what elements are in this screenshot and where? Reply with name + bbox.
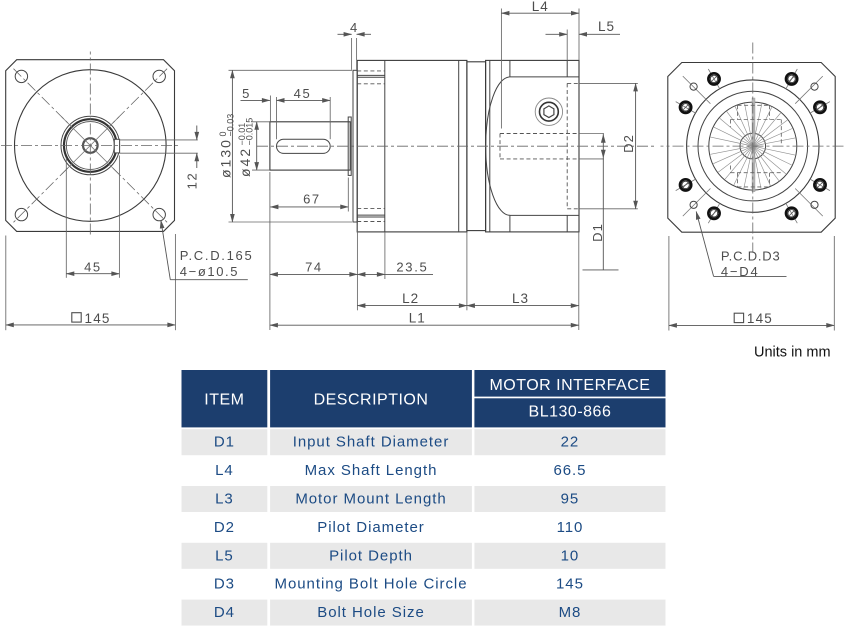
svg-text:L1: L1 bbox=[409, 311, 426, 326]
svg-text:D1: D1 bbox=[214, 434, 235, 451]
svg-text:L3: L3 bbox=[215, 491, 234, 508]
svg-text:12: 12 bbox=[185, 172, 200, 190]
svg-text:L5: L5 bbox=[598, 19, 615, 34]
svg-text:74: 74 bbox=[305, 260, 323, 275]
svg-text:67: 67 bbox=[303, 192, 321, 207]
svg-text:145: 145 bbox=[556, 576, 584, 593]
svg-text:Pilot Diameter: Pilot Diameter bbox=[317, 519, 425, 536]
svg-text:ITEM: ITEM bbox=[204, 391, 244, 408]
svg-text:45: 45 bbox=[84, 259, 102, 274]
svg-text:D2: D2 bbox=[214, 519, 235, 536]
svg-text:DESCRIPTION: DESCRIPTION bbox=[314, 391, 429, 408]
svg-text:−0.01: −0.01 bbox=[237, 123, 247, 146]
svg-text:4: 4 bbox=[350, 20, 357, 35]
svg-text:22: 22 bbox=[561, 434, 580, 451]
svg-text:145: 145 bbox=[85, 311, 111, 326]
svg-text:4−D4: 4−D4 bbox=[721, 264, 760, 279]
svg-text:Bolt Hole Size: Bolt Hole Size bbox=[317, 604, 425, 621]
svg-text:P.C.D.165: P.C.D.165 bbox=[180, 248, 254, 263]
svg-text:Mounting Bolt Hole Circle: Mounting Bolt Hole Circle bbox=[275, 576, 468, 593]
svg-text:L4: L4 bbox=[215, 462, 234, 479]
svg-text:4−ø10.5: 4−ø10.5 bbox=[180, 264, 239, 279]
svg-text:L2: L2 bbox=[402, 291, 419, 306]
svg-text:D4: D4 bbox=[214, 604, 235, 621]
svg-text:10: 10 bbox=[561, 547, 580, 564]
svg-text:0: 0 bbox=[218, 131, 228, 136]
svg-text:P.C.D.D3: P.C.D.D3 bbox=[721, 248, 781, 263]
svg-text:L5: L5 bbox=[215, 547, 234, 564]
svg-text:ø42: ø42 bbox=[237, 147, 253, 177]
svg-text:Max Shaft Length: Max Shaft Length bbox=[305, 462, 438, 479]
svg-text:M8: M8 bbox=[559, 604, 582, 621]
svg-text:ø130: ø130 bbox=[218, 138, 234, 178]
svg-text:MOTOR INTERFACE: MOTOR INTERFACE bbox=[489, 377, 650, 394]
svg-text:Units in mm: Units in mm bbox=[754, 345, 831, 361]
svg-text:BL130-866: BL130-866 bbox=[529, 403, 612, 420]
svg-text:D3: D3 bbox=[214, 576, 235, 593]
svg-text:−0.015: −0.015 bbox=[245, 118, 255, 146]
svg-text:Motor Mount Length: Motor Mount Length bbox=[295, 491, 446, 508]
svg-text:110: 110 bbox=[557, 519, 584, 536]
svg-text:5: 5 bbox=[242, 86, 249, 101]
svg-text:−0.03: −0.03 bbox=[226, 114, 236, 137]
svg-text:45: 45 bbox=[294, 86, 312, 101]
svg-text:D1: D1 bbox=[590, 223, 605, 242]
svg-text:D2: D2 bbox=[621, 134, 636, 153]
svg-text:L3: L3 bbox=[512, 291, 529, 306]
svg-text:145: 145 bbox=[747, 311, 773, 326]
svg-text:95: 95 bbox=[561, 491, 580, 508]
svg-text:L4: L4 bbox=[532, 0, 549, 14]
svg-text:23.5: 23.5 bbox=[396, 260, 428, 275]
svg-text:Input Shaft Diameter: Input Shaft Diameter bbox=[293, 434, 450, 451]
svg-text:66.5: 66.5 bbox=[553, 462, 586, 479]
svg-text:Pilot Depth: Pilot Depth bbox=[329, 547, 413, 564]
